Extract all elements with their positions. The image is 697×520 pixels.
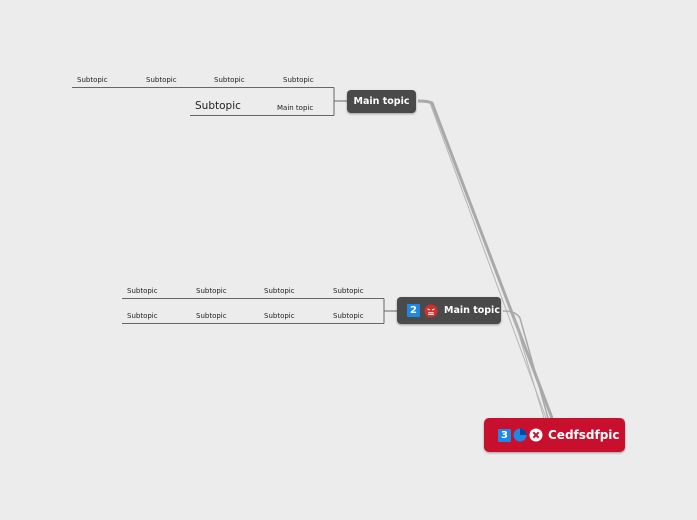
subtopic[interactable]: Subtopic [264, 287, 295, 295]
angry-face-icon [424, 304, 438, 317]
number-3-icon: 3 [498, 428, 511, 442]
main-topic-a[interactable]: Main topic [347, 90, 416, 113]
subtopic[interactable]: Main topic [277, 104, 314, 112]
pie-chart-icon [513, 428, 527, 442]
number-2-icon: 2 [407, 304, 420, 317]
connector-central-topic-b [502, 310, 549, 419]
subtopic[interactable]: Subtopic [127, 287, 158, 295]
subtopic[interactable]: Subtopic [264, 312, 295, 320]
subtopic[interactable]: Subtopic [333, 312, 364, 320]
cancel-icon [529, 428, 543, 442]
subtopic[interactable]: Subtopic [195, 100, 241, 112]
connector-central-topic-a [417, 99, 554, 419]
subtopic[interactable]: Subtopic [196, 287, 227, 295]
subtopic[interactable]: Subtopic [214, 76, 245, 84]
subtopic[interactable]: Subtopic [146, 76, 177, 84]
subtopic[interactable]: Subtopic [77, 76, 108, 84]
subtopic[interactable]: Subtopic [196, 312, 227, 320]
topic-a-branches [72, 87, 347, 116]
subtopic[interactable]: Subtopic [283, 76, 314, 84]
central-topic-label: Cedfsdfpic [548, 428, 620, 442]
subtopic[interactable]: Subtopic [333, 287, 364, 295]
main-topic-b-label: Main topic [444, 305, 500, 316]
main-topic-a-label: Main topic [353, 96, 410, 107]
main-topic-b[interactable]: 2 Main topic [397, 297, 501, 324]
subtopic[interactable]: Subtopic [127, 312, 158, 320]
central-topic[interactable]: 3 Cedfsdfpic [484, 418, 625, 452]
topic-b-branches [122, 298, 397, 324]
